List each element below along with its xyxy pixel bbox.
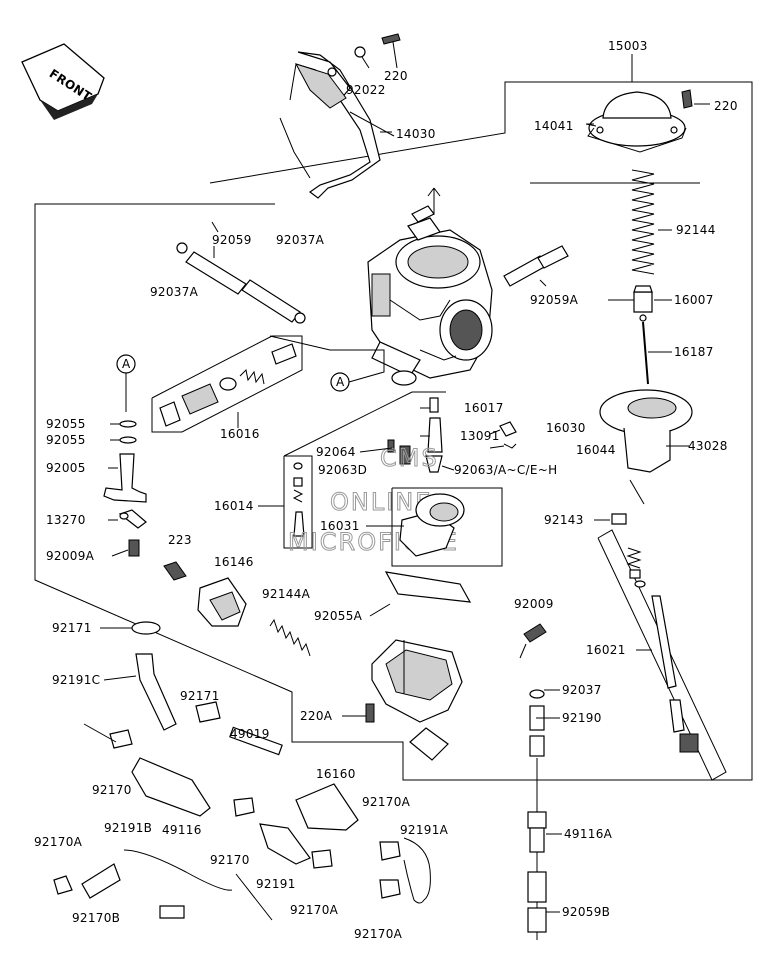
label-92022: 92022 (346, 83, 386, 97)
label-92063-a-c-e-h: 92063/A~C/E~H (454, 463, 557, 477)
label-92144a: 92144A (262, 587, 311, 601)
label-16031: 16031 (320, 519, 360, 533)
label-92191a: 92191A (400, 823, 449, 837)
cover-14030 (279, 33, 401, 199)
label-92170a-left: 92170A (34, 835, 83, 849)
label-92171-1: 92171 (52, 621, 92, 635)
label-92037a-left: 92037A (150, 285, 199, 299)
label-92170b: 92170B (72, 911, 120, 925)
label-16160: 16160 (316, 767, 356, 781)
holder-16007 (633, 285, 672, 313)
label-92059a: 92059A (530, 293, 579, 307)
label-16021: 16021 (586, 643, 626, 657)
ref-a-center-label: A (336, 375, 345, 389)
label-220a: 220A (300, 709, 333, 723)
label-92191b: 92191B (104, 821, 152, 835)
label-49116: 49116 (162, 823, 202, 837)
label-16016: 16016 (220, 427, 260, 441)
label-92059b: 92059B (562, 905, 610, 919)
pipes-92059 (176, 242, 569, 324)
label-16146: 16146 (214, 555, 254, 569)
spring-92144 (631, 169, 672, 275)
left-fittings (103, 420, 147, 557)
label-16014: 16014 (214, 499, 254, 513)
choke-16016 (151, 335, 303, 433)
label-14041: 14041 (534, 119, 574, 133)
chamber-cap-14041 (585, 89, 710, 153)
label-92055-2: 92055 (46, 433, 86, 447)
label-49019: 49019 (230, 727, 270, 741)
label-220-top: 220 (384, 69, 408, 83)
jets-group (387, 397, 517, 473)
label-92144: 92144 (676, 223, 716, 237)
watermark-online: ONLINE (330, 488, 432, 516)
ref-a-left-label: A (122, 357, 131, 371)
label-92170a-mid: 92170A (290, 903, 339, 917)
label-92059: 92059 (212, 233, 252, 247)
label-92055a: 92055A (314, 609, 363, 623)
label-92009a: 92009A (46, 549, 95, 563)
label-92063d: 92063D (318, 463, 367, 477)
needle-jet-box (594, 513, 727, 781)
label-92170a-bottom: 92170A (354, 927, 403, 941)
label-16044: 16044 (576, 443, 616, 457)
pilot-screw-16014 (283, 391, 446, 549)
diagram-outline (34, 54, 753, 781)
label-92171-2: 92171 (180, 689, 220, 703)
label-13091: 13091 (460, 429, 500, 443)
diaphragm-43028 (599, 389, 693, 505)
label-220-right: 220 (714, 99, 738, 113)
part-labels: 15003 14041 220 220 92022 14030 92144 16… (34, 39, 738, 941)
label-92064: 92064 (316, 445, 356, 459)
label-14030: 14030 (396, 127, 436, 141)
label-92037a-right: 92037A (276, 233, 325, 247)
label-92143: 92143 (544, 513, 584, 527)
label-92170a-center: 92170A (362, 795, 411, 809)
label-16007: 16007 (674, 293, 714, 307)
label-49116a: 49116A (564, 827, 613, 841)
label-16017: 16017 (464, 401, 504, 415)
label-16187: 16187 (674, 345, 714, 359)
label-43028: 43028 (688, 439, 728, 453)
ref-marker-a-left: A (116, 354, 136, 412)
leader-lines (100, 123, 684, 913)
label-16030: 16030 (546, 421, 586, 435)
carburetor-body (367, 187, 493, 386)
label-92190: 92190 (562, 711, 602, 725)
label-92191: 92191 (256, 877, 296, 891)
label-92170-1: 92170 (92, 783, 132, 797)
front-arrow-icon: FRONT (21, 43, 105, 120)
label-92037: 92037 (562, 683, 602, 697)
label-13270: 13270 (46, 513, 86, 527)
label-92191c: 92191C (52, 673, 100, 687)
label-92170-2: 92170 (210, 853, 250, 867)
label-92005: 92005 (46, 461, 86, 475)
label-92009: 92009 (514, 597, 554, 611)
label-92055-1: 92055 (46, 417, 86, 431)
center-stack (527, 689, 560, 940)
sensor-16031 (391, 487, 503, 567)
label-223: 223 (168, 533, 192, 547)
ref-marker-a-center: A (269, 335, 385, 392)
needle-16187 (639, 314, 672, 385)
float-bowl (365, 571, 547, 761)
label-15003: 15003 (608, 39, 648, 53)
